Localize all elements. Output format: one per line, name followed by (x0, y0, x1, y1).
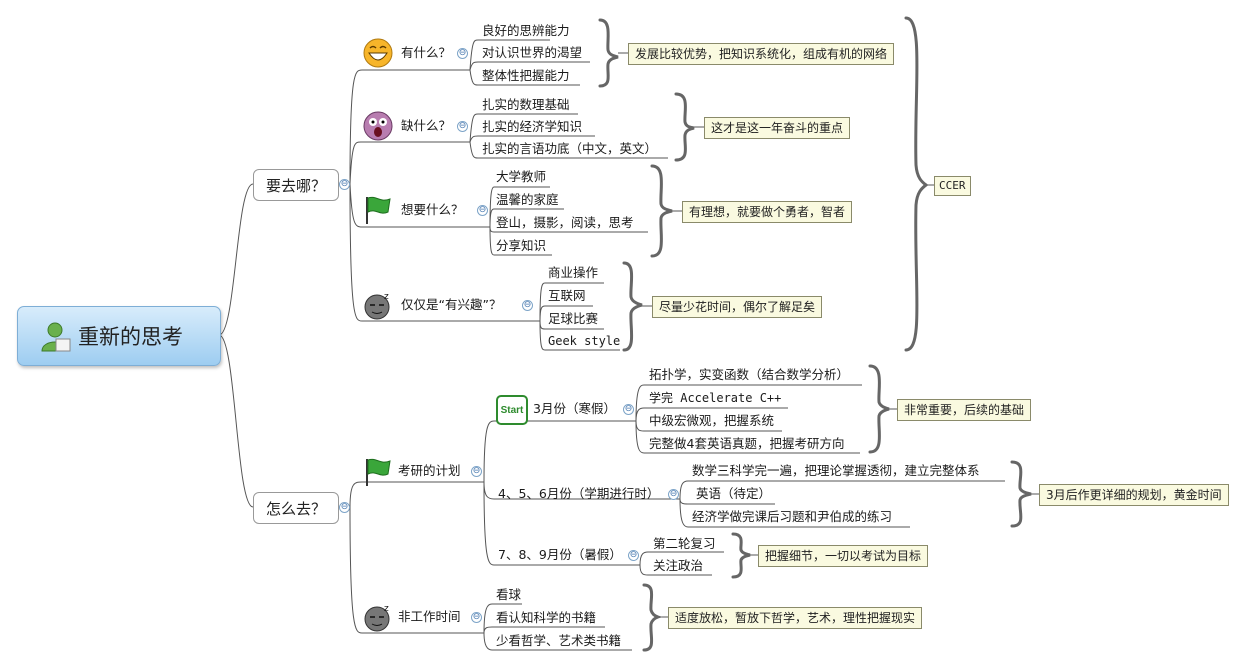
callout-note[interactable]: 适度放松，暂放下哲学，艺术，理性把握现实 (668, 607, 923, 629)
main-topic-where-label: 要去哪？ (265, 176, 326, 195)
callout-note[interactable]: 有理想，就要做个勇者，智者 (682, 201, 853, 223)
list-item[interactable]: 完整做4套英语真题，把握考研方向 (649, 436, 845, 451)
list-item[interactable]: 第二轮复习 (653, 536, 716, 551)
green-flag-icon (366, 458, 391, 486)
list-item[interactable]: 扎实的言语功底（中文，英文） (482, 141, 658, 156)
list-item[interactable]: 良好的思辨能力 (482, 23, 570, 38)
list-item[interactable]: 少看哲学、艺术类书籍 (496, 633, 622, 648)
list-item[interactable]: 登山，摄影，阅读，思考 (496, 215, 634, 230)
list-item[interactable]: 互联网 (548, 288, 586, 303)
collapse-interest-button[interactable]: ⊖ (522, 300, 533, 311)
callout-note[interactable]: 这才是这一年奋斗的重点 (704, 117, 851, 139)
list-item[interactable]: 学完 Accelerate C++ (649, 391, 782, 405)
subtopic-interest-label[interactable]: 仅仅是“有兴趣”？ (401, 297, 502, 312)
list-item[interactable]: 经济学做完课后习题和尹伯成的练习 (692, 509, 893, 524)
collapse-free-time-button[interactable]: ⊖ (471, 612, 482, 623)
main-topic-how-label: 怎么去？ (265, 499, 326, 518)
list-item[interactable]: 扎实的数理基础 (482, 97, 570, 112)
subtopic-plan-label[interactable]: 考研的计划 (398, 463, 461, 478)
callout-note[interactable]: 把握细节，一切以考试为目标 (758, 545, 929, 567)
list-item[interactable]: 商业操作 (548, 265, 599, 280)
list-item[interactable]: Geek style (548, 334, 621, 348)
callout-note[interactable]: 尽量少花时间，偶尔了解足矣 (652, 296, 823, 318)
list-item[interactable]: 英语（待定） (696, 486, 772, 501)
root-topic[interactable]: 重新的思考 (17, 306, 221, 366)
callout-note[interactable]: 发展比较优势，把知识系统化，组成有机的网络 (628, 43, 895, 65)
start-icon: Start (496, 395, 528, 425)
list-item[interactable]: 扎实的经济学知识 (482, 119, 583, 134)
collapse-phase2-button[interactable]: ⊖ (668, 489, 679, 500)
list-item[interactable]: 整体性把握能力 (482, 68, 570, 83)
laughing-face-icon (363, 38, 393, 68)
subtopic-want-label[interactable]: 想要什么？ (401, 202, 464, 217)
sleeping-face-icon: z (364, 292, 390, 320)
list-item[interactable]: 看球 (496, 587, 522, 602)
phase-label[interactable]: 7、8、9月份（暑假） (498, 547, 622, 562)
list-item[interactable]: 对认识世界的渴望 (482, 45, 583, 60)
collapse-how-button[interactable]: ⊖ (339, 502, 350, 513)
list-item[interactable]: 数学三科学完一遍，把理论掌握透彻，建立完整体系 (692, 463, 980, 478)
shocked-face-icon (363, 111, 393, 141)
callout-note[interactable]: 非常重要，后续的基础 (897, 399, 1032, 421)
green-flag-icon (366, 196, 391, 224)
phase-label[interactable]: 4、5、6月份（学期进行时） (498, 486, 660, 501)
collapse-where-button[interactable]: ⊖ (339, 179, 350, 190)
user-icon (41, 322, 71, 352)
list-item[interactable]: 中级宏微观，把握系统 (649, 413, 775, 428)
list-item[interactable]: 分享知识 (496, 238, 547, 253)
main-topic-how[interactable]: 怎么去？ (253, 492, 339, 524)
main-topic-where[interactable]: 要去哪？ (253, 169, 339, 201)
collapse-lack-button[interactable]: ⊖ (457, 121, 468, 132)
callout-note[interactable]: 3月后作更详细的规划，黄金时间 (1039, 484, 1229, 506)
list-item[interactable]: 看认知科学的书籍 (496, 610, 597, 625)
svg-text:z: z (384, 292, 389, 302)
phase-label[interactable]: 3月份（寒假） (533, 401, 616, 416)
list-item[interactable]: 关注政治 (653, 558, 704, 573)
list-item[interactable]: 大学教师 (496, 169, 547, 184)
collapse-plan-button[interactable]: ⊖ (471, 466, 482, 477)
summary-note[interactable]: CCER (934, 176, 971, 196)
collapse-phase3-button[interactable]: ⊖ (628, 550, 639, 561)
root-label: 重新的思考 (78, 325, 183, 349)
list-item[interactable]: 足球比赛 (548, 311, 599, 326)
list-item[interactable]: 温馨的家庭 (496, 192, 559, 207)
collapse-have-button[interactable]: ⊖ (457, 48, 468, 59)
subtopic-lack-label[interactable]: 缺什么？ (401, 118, 452, 133)
collapse-phase1-button[interactable]: ⊖ (623, 404, 634, 415)
subtopic-free-time-label[interactable]: 非工作时间 (398, 609, 461, 624)
list-item[interactable]: 拓扑学，实变函数（结合数学分析） (649, 367, 850, 382)
svg-text:z: z (384, 604, 389, 614)
subtopic-have-label[interactable]: 有什么？ (401, 45, 452, 60)
sleeping-face-icon: z (364, 604, 390, 632)
collapse-want-button[interactable]: ⊖ (477, 205, 488, 216)
